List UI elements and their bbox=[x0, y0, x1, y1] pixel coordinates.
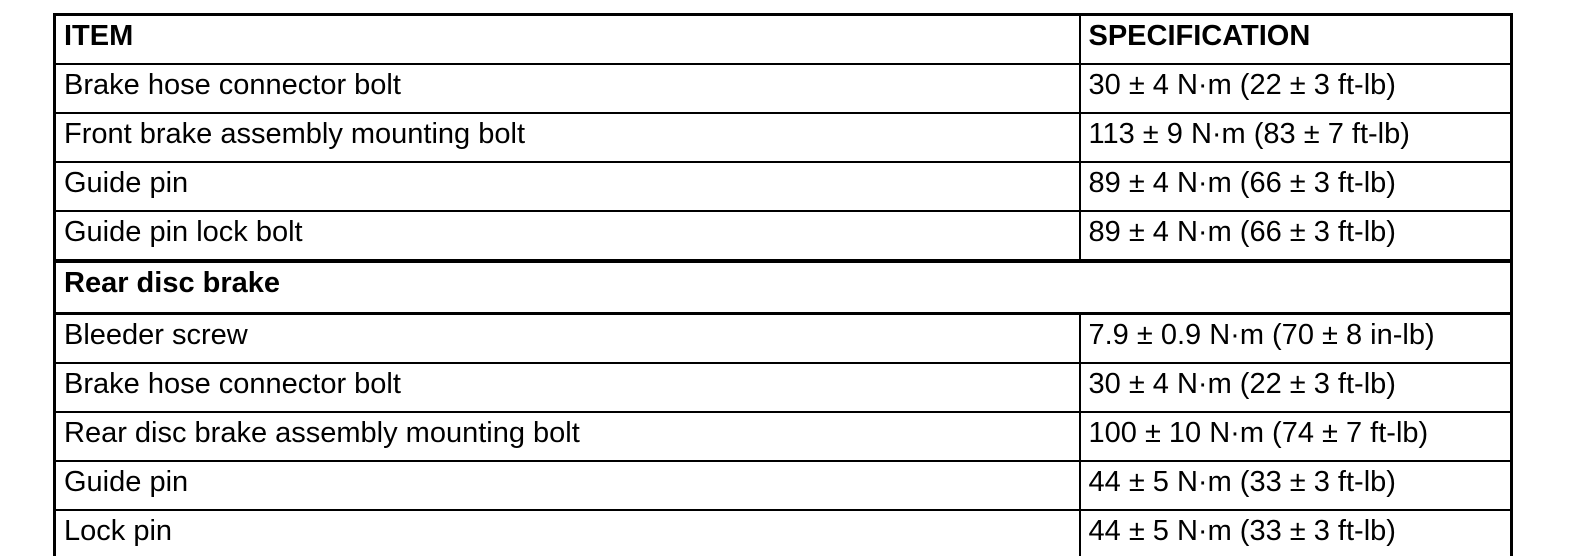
item-cell: Guide pin lock bolt bbox=[53, 210, 1081, 262]
table-row: Front brake assembly mounting bolt 113 ±… bbox=[53, 112, 1513, 163]
item-cell: Rear disc brake assembly mounting bolt bbox=[53, 411, 1081, 462]
spec-cell: 113 ± 9 N·m (83 ± 7 ft-lb) bbox=[1078, 112, 1513, 163]
spec-cell: 30 ± 4 N·m (22 ± 3 ft-lb) bbox=[1078, 63, 1513, 114]
table-row: Lock pin 44 ± 5 N·m (33 ± 3 ft-lb) bbox=[53, 509, 1513, 556]
item-cell: Guide pin bbox=[53, 161, 1081, 212]
spec-cell: 89 ± 4 N·m (66 ± 3 ft-lb) bbox=[1078, 210, 1513, 262]
spec-cell: 44 ± 5 N·m (33 ± 3 ft-lb) bbox=[1078, 509, 1513, 556]
item-cell: Brake hose connector bolt bbox=[53, 63, 1081, 114]
column-header-specification: SPECIFICATION bbox=[1078, 13, 1513, 65]
item-cell: Bleeder screw bbox=[53, 312, 1081, 364]
item-cell: Lock pin bbox=[53, 509, 1081, 556]
table-header-row: ITEM SPECIFICATION bbox=[53, 13, 1513, 65]
table-row: Bleeder screw 7.9 ± 0.9 N·m (70 ± 8 in-l… bbox=[53, 312, 1513, 364]
torque-specification-table: ITEM SPECIFICATION Brake hose connector … bbox=[53, 13, 1513, 556]
column-header-item: ITEM bbox=[53, 13, 1081, 65]
spec-cell: 100 ± 10 N·m (74 ± 7 ft-lb) bbox=[1078, 411, 1513, 462]
item-cell: Brake hose connector bolt bbox=[53, 362, 1081, 413]
table-row: Guide pin lock bolt 89 ± 4 N·m (66 ± 3 f… bbox=[53, 210, 1513, 262]
spec-cell: 89 ± 4 N·m (66 ± 3 ft-lb) bbox=[1078, 161, 1513, 212]
section-header-row: Rear disc brake bbox=[53, 259, 1513, 315]
table-row: Guide pin 44 ± 5 N·m (33 ± 3 ft-lb) bbox=[53, 460, 1513, 511]
item-cell: Front brake assembly mounting bolt bbox=[53, 112, 1081, 163]
spec-cell: 30 ± 4 N·m (22 ± 3 ft-lb) bbox=[1078, 362, 1513, 413]
section-title: Rear disc brake bbox=[53, 259, 1513, 315]
table-row: Brake hose connector bolt 30 ± 4 N·m (22… bbox=[53, 362, 1513, 413]
item-cell: Guide pin bbox=[53, 460, 1081, 511]
table-row: Guide pin 89 ± 4 N·m (66 ± 3 ft-lb) bbox=[53, 161, 1513, 212]
table-row: Rear disc brake assembly mounting bolt 1… bbox=[53, 411, 1513, 462]
table-row: Brake hose connector bolt 30 ± 4 N·m (22… bbox=[53, 63, 1513, 114]
spec-cell: 7.9 ± 0.9 N·m (70 ± 8 in-lb) bbox=[1078, 312, 1513, 364]
spec-cell: 44 ± 5 N·m (33 ± 3 ft-lb) bbox=[1078, 460, 1513, 511]
